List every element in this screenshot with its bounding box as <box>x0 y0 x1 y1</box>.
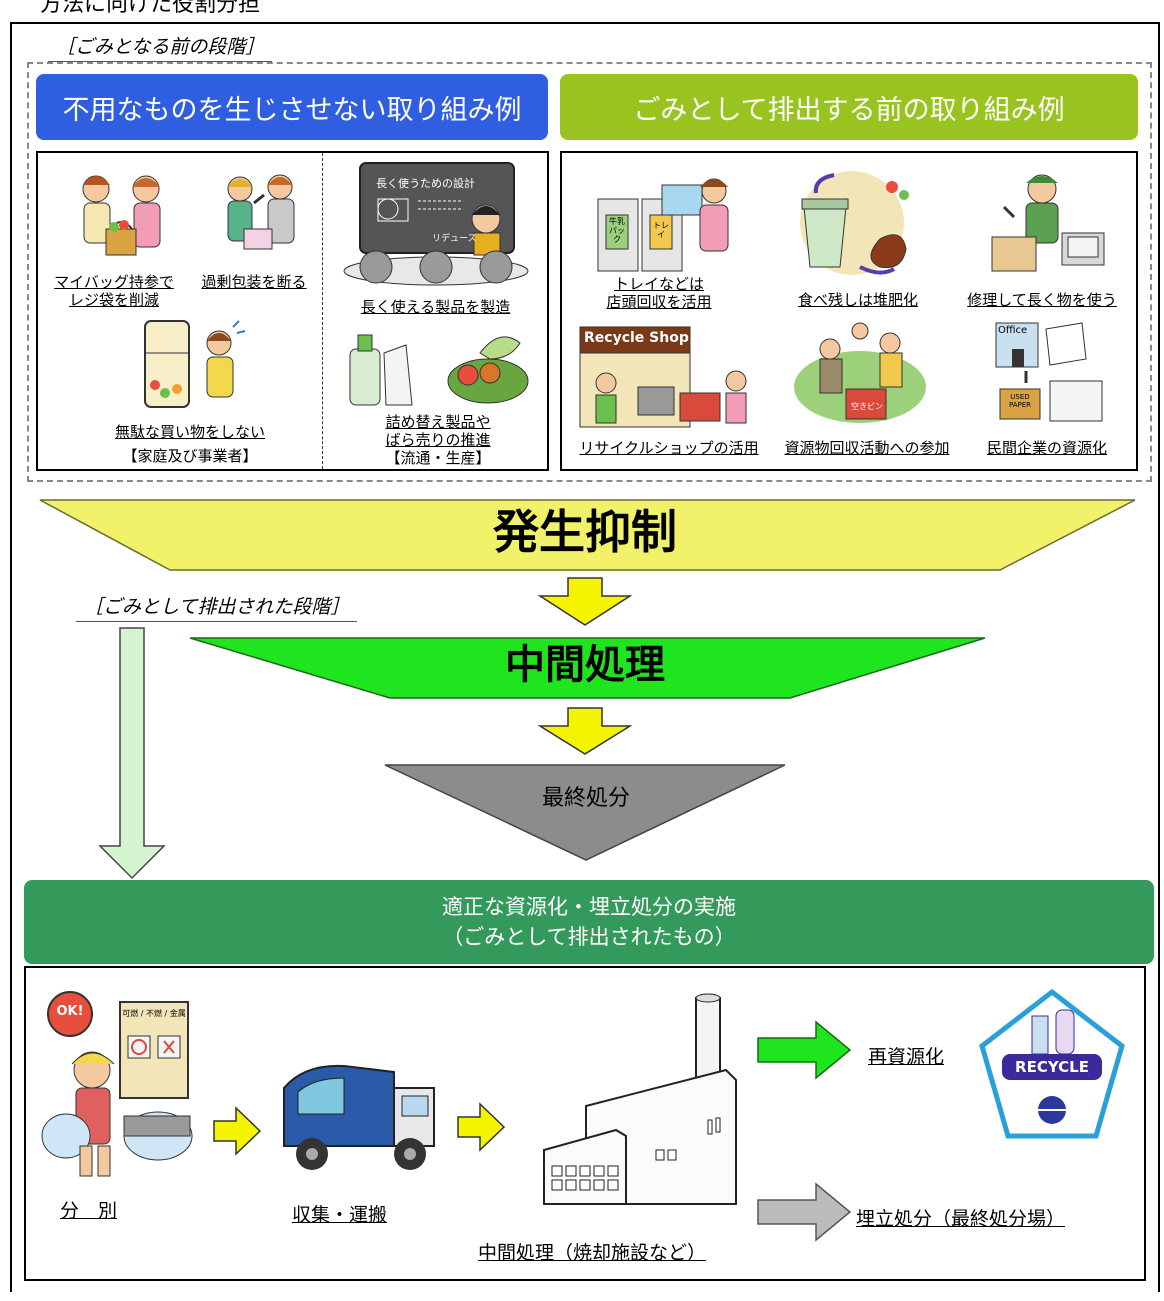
caption-long-life-product: 長く使える製品を製造 <box>360 298 511 316</box>
arrow-to-landfill <box>757 1182 852 1242</box>
proper-disposal-bar: 適正な資源化・埋立処分の実施 （ごみとして排出されたもの） <box>24 880 1154 964</box>
caption-recycle-shop: リサイクルショップの活用 <box>579 439 759 457</box>
recycle-shop-sign: Recycle Shop <box>584 330 689 346</box>
banner-left: 不用なものを生じさせない取り組み例 <box>36 74 548 140</box>
tray-recycling-illustration: 牛乳パック トレイ <box>592 171 742 275</box>
caption-private-company: 民間企業の資源化 <box>986 439 1107 457</box>
my-bag-illustration <box>58 167 178 271</box>
right-panel: 牛乳パック トレイ トレイなどは 店頭回収を活用 食べ残しは堆肥化 <box>560 151 1138 471</box>
out-recycling: 再資源化 <box>868 1046 945 1068</box>
ok-sign: OK! <box>56 1004 84 1019</box>
panel-divider <box>322 153 323 469</box>
caption-collection-activity: 資源物回収活動への参加 <box>784 439 950 457</box>
group-label-household: 【家庭及び事業者】 <box>122 447 258 465</box>
level2-trapezoid <box>189 637 986 699</box>
refuse-wrapping-illustration <box>208 167 308 271</box>
caption-refill-products: 詰め替え製品や ばら売りの推進 <box>385 413 491 449</box>
down-arrow-2 <box>537 707 633 755</box>
disposal-flow-box: OK! 可燃 / 不燃 / 金属 分 別 収集・運搬 <box>24 966 1146 1281</box>
bin-labels: 可燃 / 不燃 / 金属 <box>122 1009 186 1018</box>
sorting-illustration: OK! 可燃 / 不燃 / 金属 <box>40 986 200 1186</box>
recycle-shop-illustration: Recycle Shop <box>576 323 766 431</box>
flow-arrow-2 <box>457 1102 506 1152</box>
garbage-truck-illustration <box>274 1058 444 1178</box>
tag-milk-pack: 牛乳パック <box>609 217 625 244</box>
level1-trapezoid <box>39 499 1136 571</box>
funnel-diagram <box>39 499 1136 880</box>
outer-frame <box>10 22 1160 1292</box>
caption-repair: 修理して長く物を使う <box>967 291 1117 309</box>
out-landfill: 埋立処分（最終処分場） <box>856 1208 1066 1230</box>
step-intermediate-treatment: 中間処理（焼却施設など） <box>478 1242 707 1264</box>
banner-right: ごみとして排出する前の取り組み例 <box>560 74 1138 140</box>
caption-refuse-wrapping: 過剰包装を断る <box>201 273 307 291</box>
level1-label: 発生抑制 <box>493 505 677 559</box>
level2-label: 中間処理 <box>505 642 665 688</box>
used-paper-box: USED PAPER <box>1008 393 1032 409</box>
level3-triangle <box>384 764 786 861</box>
down-arrow-1 <box>537 577 633 626</box>
step-collection: 収集・運搬 <box>292 1204 388 1226</box>
before-stage-dashed-box <box>27 62 1152 482</box>
refill-products-illustration <box>340 323 532 413</box>
board-sub: リデュース <box>432 234 477 244</box>
board-title: 長く使うための設計 <box>376 177 475 190</box>
compost-illustration <box>790 167 920 279</box>
repair-illustration <box>982 167 1112 279</box>
recycle-logo: RECYCLE <box>972 986 1132 1146</box>
stage-label-before: ［ごみとなる前の段階］ <box>48 32 273 62</box>
group-label-distribution: 【流通・生産】 <box>385 449 491 467</box>
recycle-logo-text: RECYCLE <box>1015 1058 1089 1076</box>
left-panel: マイバッグ持参で レジ袋を削減 過剰包装を断る 無駄な買い物 <box>36 151 549 471</box>
flow-arrow-1 <box>213 1106 262 1156</box>
stage-label-after: ［ごみとして排出された段階］ <box>76 592 358 622</box>
long-life-product-illustration: 長く使うための設計 リデュース <box>336 161 536 291</box>
caption-my-bag: マイバッグ持参で レジ袋を削減 <box>54 273 174 309</box>
arrow-to-recycling <box>757 1020 852 1080</box>
incineration-plant-illustration <box>526 990 766 1210</box>
office-sign: Office <box>998 325 1028 336</box>
long-down-arrow <box>98 627 166 880</box>
private-company-illustration: Office USED PAPER <box>986 319 1116 429</box>
tag-empty-bottles: 空きビン <box>851 402 883 411</box>
level3-label: 最終処分 <box>541 786 630 811</box>
caption-no-waste-shopping: 無駄な買い物をしない <box>114 423 265 441</box>
step-sorting: 分 別 <box>60 1200 118 1222</box>
caption-compost: 食べ残しは堆肥化 <box>797 291 918 309</box>
no-waste-shopping-illustration <box>133 313 253 417</box>
bar-line1: 適正な資源化・埋立処分の実施 <box>442 895 736 919</box>
tag-tray: トレイ <box>653 221 669 239</box>
collection-activity-illustration: 空きビン <box>790 317 930 429</box>
bar-line2: （ごみとして排出されたもの） <box>442 925 736 949</box>
top-heading-fragment: 方法に向けた役割分担 <box>40 0 261 17</box>
caption-tray-recycling: トレイなどは 店頭回収を活用 <box>606 275 712 311</box>
